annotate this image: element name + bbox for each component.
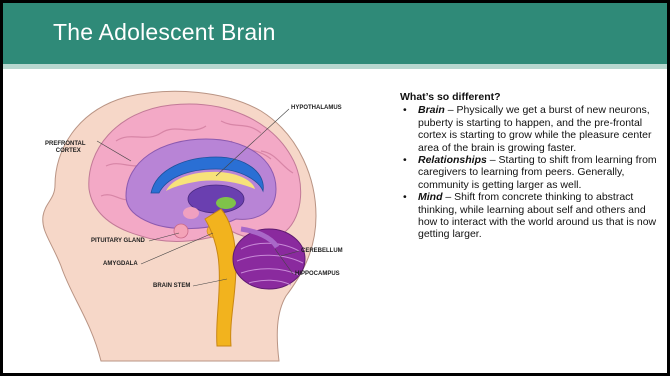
label-hippocampus: HIPPOCAMPUS (295, 271, 340, 278)
label-prefrontal-line2: CORTEX (45, 148, 86, 155)
bullet-term: Mind (418, 191, 443, 203)
label-pituitary-gland: PITUITARY GLAND (91, 238, 145, 245)
title-bar: The Adolescent Brain (3, 3, 667, 64)
bullet-body: – Physically we get a burst of new neuro… (418, 104, 651, 153)
brain-illustration: PREFRONTAL CORTEX HYPOTHALAMUS PITUITARY… (31, 81, 391, 371)
bullet-term: Brain (418, 104, 445, 116)
label-prefrontal-line1: PREFRONTAL (45, 141, 86, 148)
head-brain-diagram (31, 81, 391, 371)
bullet-item-mind: • Mind – Shift from concrete thinking to… (400, 191, 662, 241)
label-prefrontal-cortex: PREFRONTAL CORTEX (45, 141, 86, 155)
label-cerebellum: CEREBELLUM (301, 248, 343, 255)
slide-title: The Adolescent Brain (53, 19, 276, 46)
title-underline (3, 64, 667, 69)
bullet-marker: • (403, 154, 407, 166)
bullet-item-brain: • Brain – Physically we get a burst of n… (400, 104, 662, 154)
text-panel: What’s so different? • Brain – Physicall… (400, 91, 662, 241)
bullet-term: Relationships (418, 154, 487, 166)
label-brain-stem: BRAIN STEM (153, 283, 190, 290)
bullet-list: • Brain – Physically we get a burst of n… (400, 104, 662, 240)
label-hypothalamus: HYPOTHALAMUS (291, 105, 342, 112)
bullet-body: – Shift from concrete thinking to abstra… (418, 191, 656, 240)
section-heading: What’s so different? (400, 91, 662, 103)
label-amygdala: AMYGDALA (103, 261, 138, 268)
slide: The Adolescent Brain (3, 3, 667, 373)
bullet-marker: • (403, 191, 407, 203)
bullet-item-relationships: • Relationships – Starting to shift from… (400, 154, 662, 191)
bullet-marker: • (403, 104, 407, 116)
